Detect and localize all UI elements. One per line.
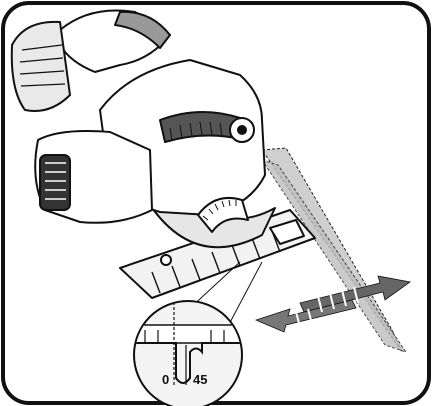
guide-plate-edge [135, 324, 241, 344]
cut-line-beam-lower [260, 159, 408, 353]
motor-vent [39, 154, 71, 211]
magnifier-inset: 0 45 [133, 300, 243, 406]
base-screw [160, 254, 172, 266]
callout-line-right [225, 261, 263, 331]
battery-pack [10, 20, 71, 112]
arrow-stripes [295, 286, 359, 328]
magnifier-circle [133, 300, 243, 406]
arrow-backward [254, 299, 357, 333]
motor-vent-slots [45, 162, 66, 200]
bevel-scale-ticks [202, 199, 237, 221]
adjustment-knob-center [237, 125, 247, 135]
direction-arrows [254, 275, 411, 333]
notch-scale-ticks [144, 330, 225, 343]
label-forty-five-degrees: 45 [193, 372, 207, 387]
base-plate-ribs [151, 230, 281, 294]
handle-grip [114, 10, 171, 49]
label-zero-degrees: 0 [162, 372, 169, 387]
guide-notch [135, 342, 241, 384]
battery-ribs [19, 44, 66, 87]
front-guide-notch [269, 219, 305, 245]
bevel-scale [197, 196, 249, 233]
circular-saw [10, 9, 316, 299]
